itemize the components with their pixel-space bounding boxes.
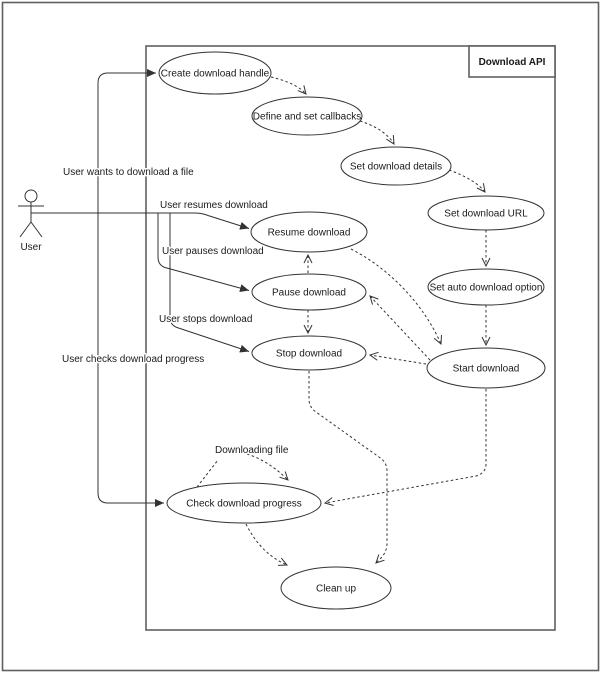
edge-user-stop — [169, 213, 250, 353]
usecase-stop-download: Stop download — [251, 335, 367, 371]
actor-leg-left — [19, 221, 32, 238]
edge-user-create-handle — [97, 69, 156, 213]
usecase-set-auto-download-option: Set auto download option — [427, 268, 545, 306]
usecase-label: Create download handle — [161, 69, 270, 80]
edge-user-resume — [31, 212, 250, 230]
usecase-label: Set download URL — [444, 209, 528, 220]
system-boundary — [145, 45, 556, 631]
dep-callbacks-to-details — [359, 120, 395, 145]
usecase-ellipse — [280, 566, 392, 610]
edge-user-pause — [157, 213, 250, 292]
usecase-define-set-callbacks: Define and set callbacks — [251, 96, 363, 136]
usecase-ellipse — [426, 347, 546, 389]
dep-check-self-loop-in — [246, 453, 289, 481]
usecase-label: Resume download — [268, 228, 351, 239]
dep-check-to-cleanup — [245, 523, 289, 566]
usecase-ellipse — [427, 195, 545, 231]
dep-start-to-pause — [369, 295, 431, 361]
usecase-set-download-url: Set download URL — [427, 195, 545, 231]
label-downloading-file: Downloading file — [215, 445, 289, 456]
system-title: Download API — [479, 57, 546, 68]
usecase-ellipse — [251, 96, 363, 136]
system-title-box: Download API — [468, 45, 556, 78]
actor-leg-right — [30, 221, 43, 238]
usecase-label: Define and set callbacks — [253, 112, 361, 123]
dep-create-to-callbacks — [270, 76, 307, 95]
dep-check-self-loop-out — [196, 459, 219, 488]
edge-user-check-progress — [97, 213, 164, 507]
actor-label: User — [20, 242, 42, 253]
dep-stop-to-cleanup — [308, 371, 388, 564]
usecase-resume-download: Resume download — [250, 211, 368, 253]
label-user-wants-download: User wants to download a file — [63, 167, 194, 178]
usecase-ellipse — [251, 335, 367, 371]
usecase-set-download-details: Set download details — [340, 146, 452, 186]
usecase-ellipse — [250, 211, 368, 253]
usecase-ellipse — [251, 273, 367, 311]
usecase-clean-up: Clean up — [280, 566, 392, 610]
dep-resume-to-start — [350, 248, 442, 346]
label-user-stops: User stops download — [159, 314, 252, 325]
usecase-create-download-handle: Create download handle — [158, 51, 272, 95]
dep-details-to-url — [448, 169, 486, 193]
label-user-pauses: User pauses download — [162, 246, 264, 257]
dep-start-to-check — [323, 389, 487, 507]
actor-user: User — [18, 189, 44, 253]
usecase-label: Set auto download option — [430, 283, 543, 294]
label-user-checks-progress: User checks download progress — [62, 354, 204, 365]
usecase-start-download: Start download — [426, 347, 546, 389]
usecase-pause-download: Pause download — [251, 273, 367, 311]
dep-start-to-stop — [368, 351, 427, 365]
label-user-resumes: User resumes download — [160, 200, 268, 211]
usecase-label: Pause download — [272, 288, 346, 299]
usecase-label: Set download details — [350, 162, 442, 173]
usecase-ellipse — [158, 51, 272, 95]
usecase-ellipse — [166, 482, 322, 524]
actor-head — [24, 189, 38, 203]
usecase-label: Check download progress — [186, 499, 302, 510]
usecase-ellipse — [427, 268, 545, 306]
usecase-label: Stop download — [276, 349, 342, 360]
usecase-label: Start download — [453, 364, 520, 375]
usecase-ellipse — [340, 146, 452, 186]
system-title-rect — [468, 45, 556, 78]
usecase-label: Clean up — [316, 584, 356, 595]
usecase-check-download-progress: Check download progress — [166, 482, 322, 524]
